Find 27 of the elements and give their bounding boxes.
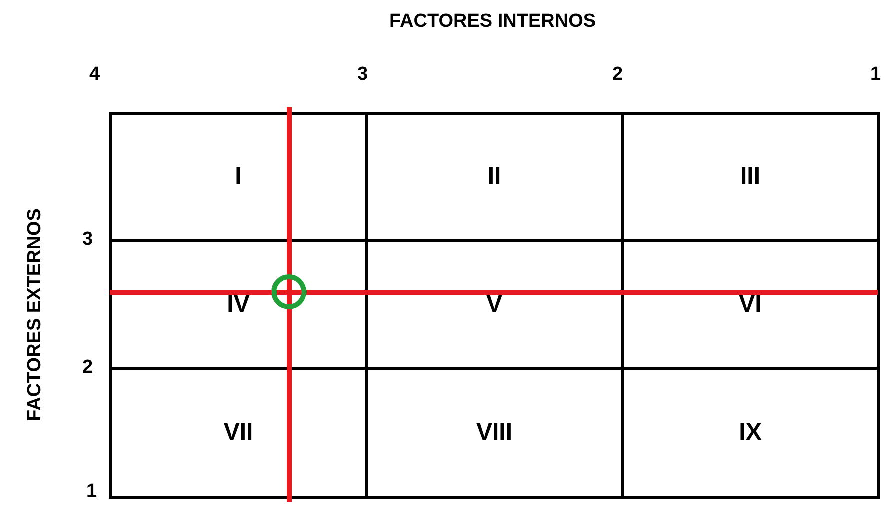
matrix-cell <box>624 370 880 499</box>
matrix-cell <box>109 370 368 499</box>
matrix-cell <box>624 242 880 370</box>
axis-tick-label: 2 <box>82 357 94 379</box>
quadrant-numeral: III <box>740 163 760 191</box>
quadrant-numeral: V <box>486 290 502 318</box>
axis-tick-label: 1 <box>86 481 98 503</box>
axis-tick-label: 1 <box>870 64 882 86</box>
axis-title: FACTORES INTERNOS <box>390 11 596 33</box>
quadrant-numeral: IX <box>739 419 762 447</box>
axis-title: FACTORES EXTERNOS <box>24 208 46 422</box>
quadrant-numeral: VII <box>224 419 254 447</box>
quadrant-numeral: I <box>235 163 242 191</box>
matrix-cell <box>109 112 368 242</box>
matrix-cell <box>368 242 624 370</box>
axis-tick-label: 4 <box>90 64 100 86</box>
matrix-cell <box>368 112 624 242</box>
quadrant-numeral: II <box>488 163 502 191</box>
quadrant-numeral: VIII <box>476 419 512 447</box>
axis-tick-label: 2 <box>612 64 624 86</box>
quadrant-numeral: VI <box>739 290 762 318</box>
axis-tick-label: 3 <box>358 64 368 86</box>
matrix-cell <box>109 242 368 370</box>
matrix-cell <box>624 112 880 242</box>
axis-tick-label: 3 <box>82 229 94 251</box>
matrix-cell <box>368 370 624 499</box>
quadrant-numeral: IV <box>227 290 250 318</box>
